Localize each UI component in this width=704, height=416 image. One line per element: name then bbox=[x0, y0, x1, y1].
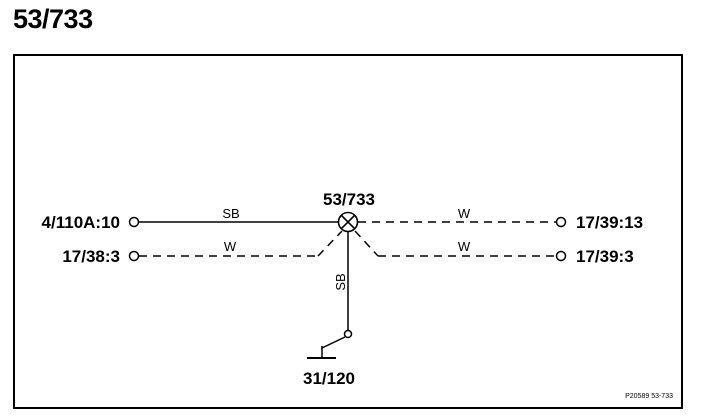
terminal-left-top-icon bbox=[128, 216, 140, 228]
page-title: 53/733 bbox=[13, 4, 93, 34]
component-label: 53/733 bbox=[323, 190, 375, 209]
terminal-right-top-icon bbox=[555, 216, 567, 228]
terminal-right-bottom-icon bbox=[555, 250, 567, 262]
connector-label-right-top: 17/39:13 bbox=[576, 213, 643, 232]
terminal-left-bottom-icon bbox=[128, 250, 140, 262]
terminal-ground-icon bbox=[343, 329, 353, 339]
connector-label-left-bottom: 17/38:3 bbox=[62, 247, 120, 266]
wire-color-label-right-bottom: W bbox=[458, 239, 471, 254]
wire-left-bottom-diagonal bbox=[317, 230, 343, 257]
ground-label: 31/120 bbox=[303, 369, 355, 388]
figure-reference: P20589 53-733 bbox=[625, 393, 673, 400]
connector-label-right-bottom: 17/39:3 bbox=[576, 247, 634, 266]
wire-right-bottom-diagonal bbox=[354, 230, 379, 257]
wire-color-label-vertical: SB bbox=[333, 273, 348, 290]
wire-color-label-right-top: W bbox=[458, 206, 471, 221]
connector-label-left-top: 4/110A:10 bbox=[42, 213, 120, 232]
wire-color-label-left-top: SB bbox=[222, 206, 239, 221]
diagram-frame bbox=[13, 54, 683, 409]
ground-symbol-icon bbox=[307, 336, 346, 359]
lamp-symbol-icon bbox=[337, 211, 359, 233]
wire-color-label-left-bottom: W bbox=[224, 239, 237, 254]
